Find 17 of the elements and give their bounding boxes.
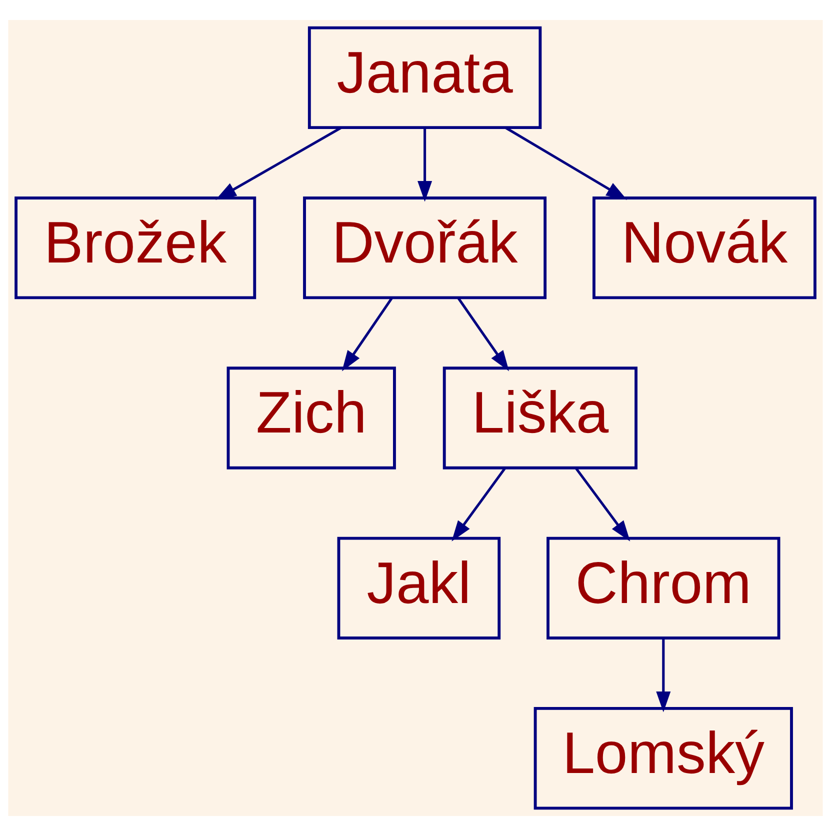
node-box: Novák <box>592 196 816 300</box>
arrow <box>452 467 506 542</box>
arrow <box>216 126 342 200</box>
arrow <box>418 128 432 202</box>
node-box: Jakl <box>337 536 501 640</box>
node-box: Liška <box>442 366 638 470</box>
arrow <box>342 297 394 372</box>
node-box: Chrom <box>546 536 780 640</box>
node-box: Zich <box>226 366 396 470</box>
node-box: Dvořák <box>303 196 547 300</box>
arrow <box>656 638 671 712</box>
arrow <box>505 126 628 200</box>
node-box: Janata <box>308 26 542 130</box>
node-box: Brožek <box>14 196 256 300</box>
arrow <box>574 467 630 542</box>
arrow <box>457 297 510 372</box>
node-box: Lomský <box>534 706 793 810</box>
